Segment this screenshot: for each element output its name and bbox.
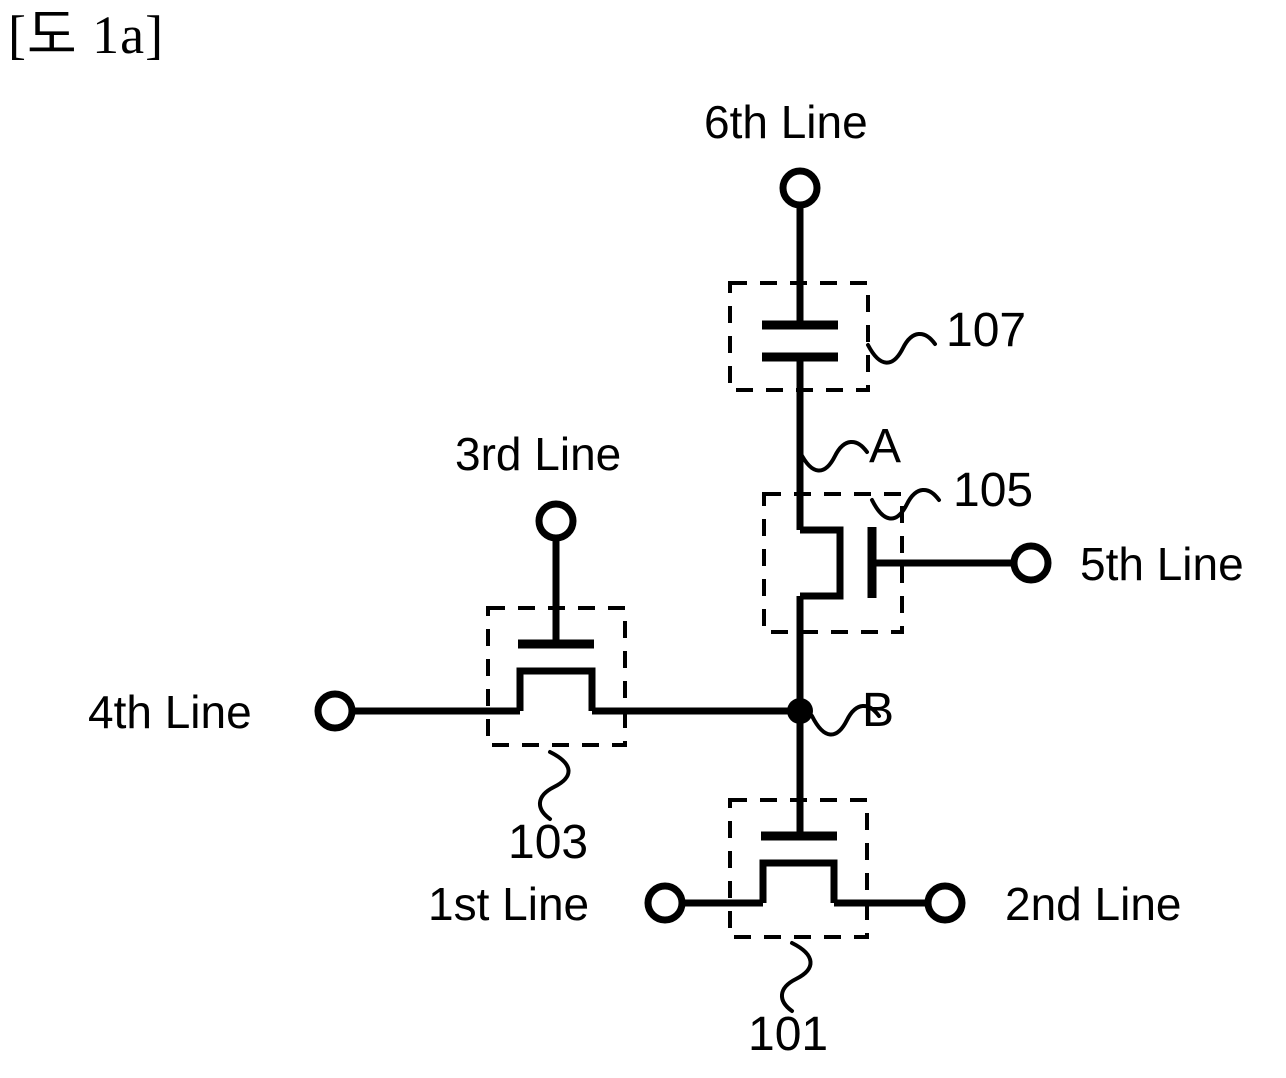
- terminal-1st-line[interactable]: [644, 882, 686, 924]
- dashed-box-transistor-101: [728, 798, 869, 939]
- lead-line-101: [780, 941, 813, 1013]
- dashed-box-capacitor-107: [728, 281, 870, 392]
- label-node-a: A: [869, 420, 901, 473]
- transistor-103-channel: [516, 667, 596, 711]
- transistor-105-channel: [800, 526, 844, 600]
- label-ref-107: 107: [946, 304, 1026, 357]
- label-6th-line: 6th Line: [704, 96, 868, 148]
- label-ref-103: 103: [508, 816, 588, 869]
- terminal-3rd-line[interactable]: [535, 500, 577, 542]
- figure-title: [도 1a]: [8, 5, 165, 65]
- transistor-101-channel: [759, 859, 838, 903]
- terminal-6th-line[interactable]: [779, 167, 821, 209]
- label-2nd-line: 2nd Line: [1005, 878, 1182, 930]
- label-node-b: B: [862, 684, 894, 737]
- lead-line-node-b: [810, 704, 881, 737]
- terminal-4th-line[interactable]: [314, 690, 356, 732]
- lead-line-107: [866, 332, 937, 365]
- label-ref-105: 105: [953, 464, 1033, 517]
- terminal-5th-line[interactable]: [1010, 542, 1052, 584]
- label-ref-101: 101: [748, 1008, 828, 1061]
- dashed-box-transistor-103: [486, 606, 627, 747]
- label-1st-line: 1st Line: [428, 878, 589, 930]
- label-5th-line: 5th Line: [1080, 538, 1244, 590]
- lead-line-node-a: [798, 440, 869, 473]
- lead-line-103: [538, 750, 571, 821]
- dashed-box-transistor-105: [762, 492, 904, 634]
- label-4th-line: 4th Line: [88, 686, 252, 738]
- lead-line-105: [870, 488, 941, 521]
- label-3rd-line: 3rd Line: [455, 428, 621, 480]
- terminal-2nd-line[interactable]: [924, 882, 966, 924]
